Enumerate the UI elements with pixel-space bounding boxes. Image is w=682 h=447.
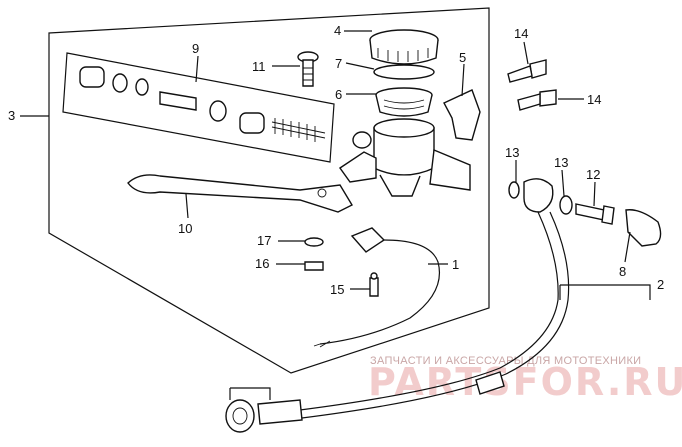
part-13-washer-left [508,181,520,199]
callout-15: 15 [330,282,344,297]
callout-6: 6 [335,87,342,102]
part-17-washer [304,237,324,247]
callout-13-left: 13 [505,145,519,160]
callout-12: 12 [586,167,600,182]
callout-5: 5 [459,50,466,65]
bracket-hose-end [229,387,271,400]
part-15-bolt [369,272,379,297]
watermark-brand: PARTSFOR.RU [368,360,682,404]
part-16-nut [304,261,324,271]
part-2-clutch-hose [225,211,570,433]
master-cylinder-body [339,118,471,197]
bracket-2 [559,284,651,300]
callout-1: 1 [452,257,459,272]
part-5-holder [443,89,481,141]
part-8-boot [625,209,662,247]
callout-13-right: 13 [554,155,568,170]
callout-3: 3 [8,108,15,123]
callout-9: 9 [192,41,199,56]
callout-4: 4 [334,23,341,38]
callout-17: 17 [257,233,271,248]
callout-16: 16 [255,256,269,271]
part-11-pivot-bolt [297,51,319,87]
part-1-clutch-switch [313,227,440,348]
callout-14-upper: 14 [514,26,528,41]
part-7-diaphragm-plate [373,64,435,80]
watermark: PARTSFOR.RU ЗАПЧАСТИ И АКСЕССУАРЫ ДЛЯ МО… [368,355,682,404]
watermark-tagline: ЗАПЧАСТИ И АКСЕССУАРЫ ДЛЯ МОТОТЕХНИКИ [370,355,641,367]
leader-lines [185,30,631,290]
callout-10: 10 [178,221,192,236]
callout-8: 8 [619,264,626,279]
part-14-bolt-upper [507,59,547,83]
callout-labels: 4 7 6 5 9 11 3 10 17 16 15 1 13 13 12 8 … [8,23,664,297]
banjo-fitting [523,178,554,213]
part-13-washer-right [559,195,573,215]
part-14-bolt-lower [517,89,557,111]
callout-14-lower: 14 [587,92,601,107]
callout-7: 7 [335,56,342,71]
part-6-diaphragm [375,87,433,117]
part-9-piston-kit [62,52,335,163]
part-12-banjo-bolt [575,203,615,225]
callout-2: 2 [657,277,664,292]
callout-11: 11 [252,59,266,74]
part-4-reservoir-cap [369,29,439,65]
part-10-clutch-lever [127,174,353,213]
assembly-frame [48,7,490,374]
